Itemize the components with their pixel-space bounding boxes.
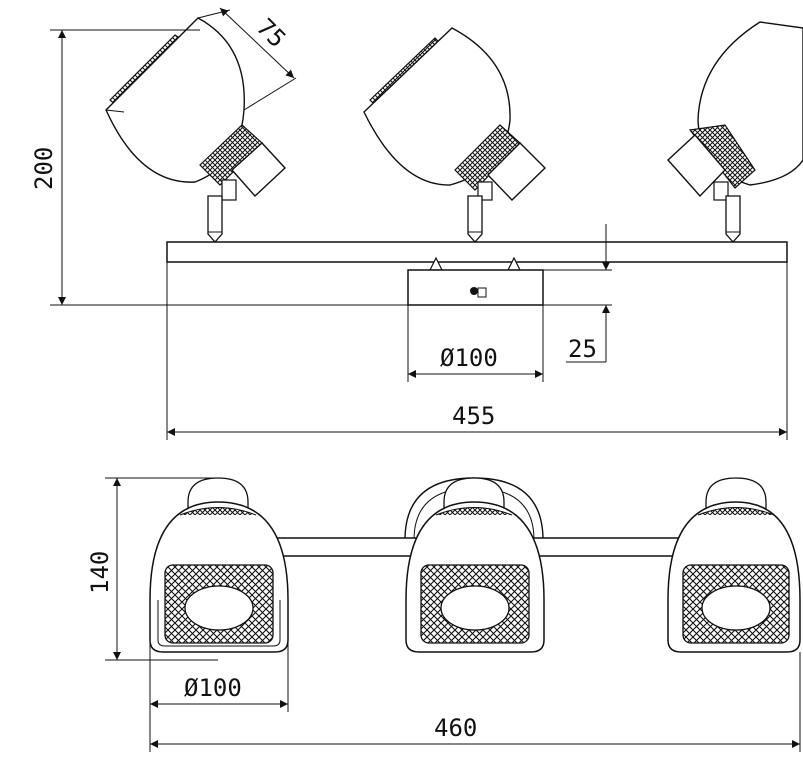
screw-icon (470, 287, 478, 295)
dim-head-height-front: 140 (86, 551, 114, 594)
spotlight-head-middle (363, 27, 546, 243)
front-head-middle (405, 477, 545, 653)
dim-head-diameter-front: Ø100 (184, 674, 242, 702)
spotlight-head-left (105, 17, 286, 243)
front-view: 140 Ø100 460 (86, 477, 801, 752)
mounting-bar (166, 241, 788, 263)
dim-base-diameter: Ø100 (440, 344, 498, 372)
dim-total-width: 460 (434, 714, 477, 742)
dim-head-depth: 75 (251, 13, 291, 53)
side-view: 75 200 25 Ø100 455 (30, 7, 803, 440)
dim-bar-length: 455 (452, 402, 495, 430)
front-head-left (149, 477, 289, 653)
dim-total-height: 200 (30, 147, 58, 190)
dim-base-height: 25 (568, 335, 597, 363)
spotlight-head-right (667, 21, 803, 243)
front-head-right (667, 477, 801, 653)
